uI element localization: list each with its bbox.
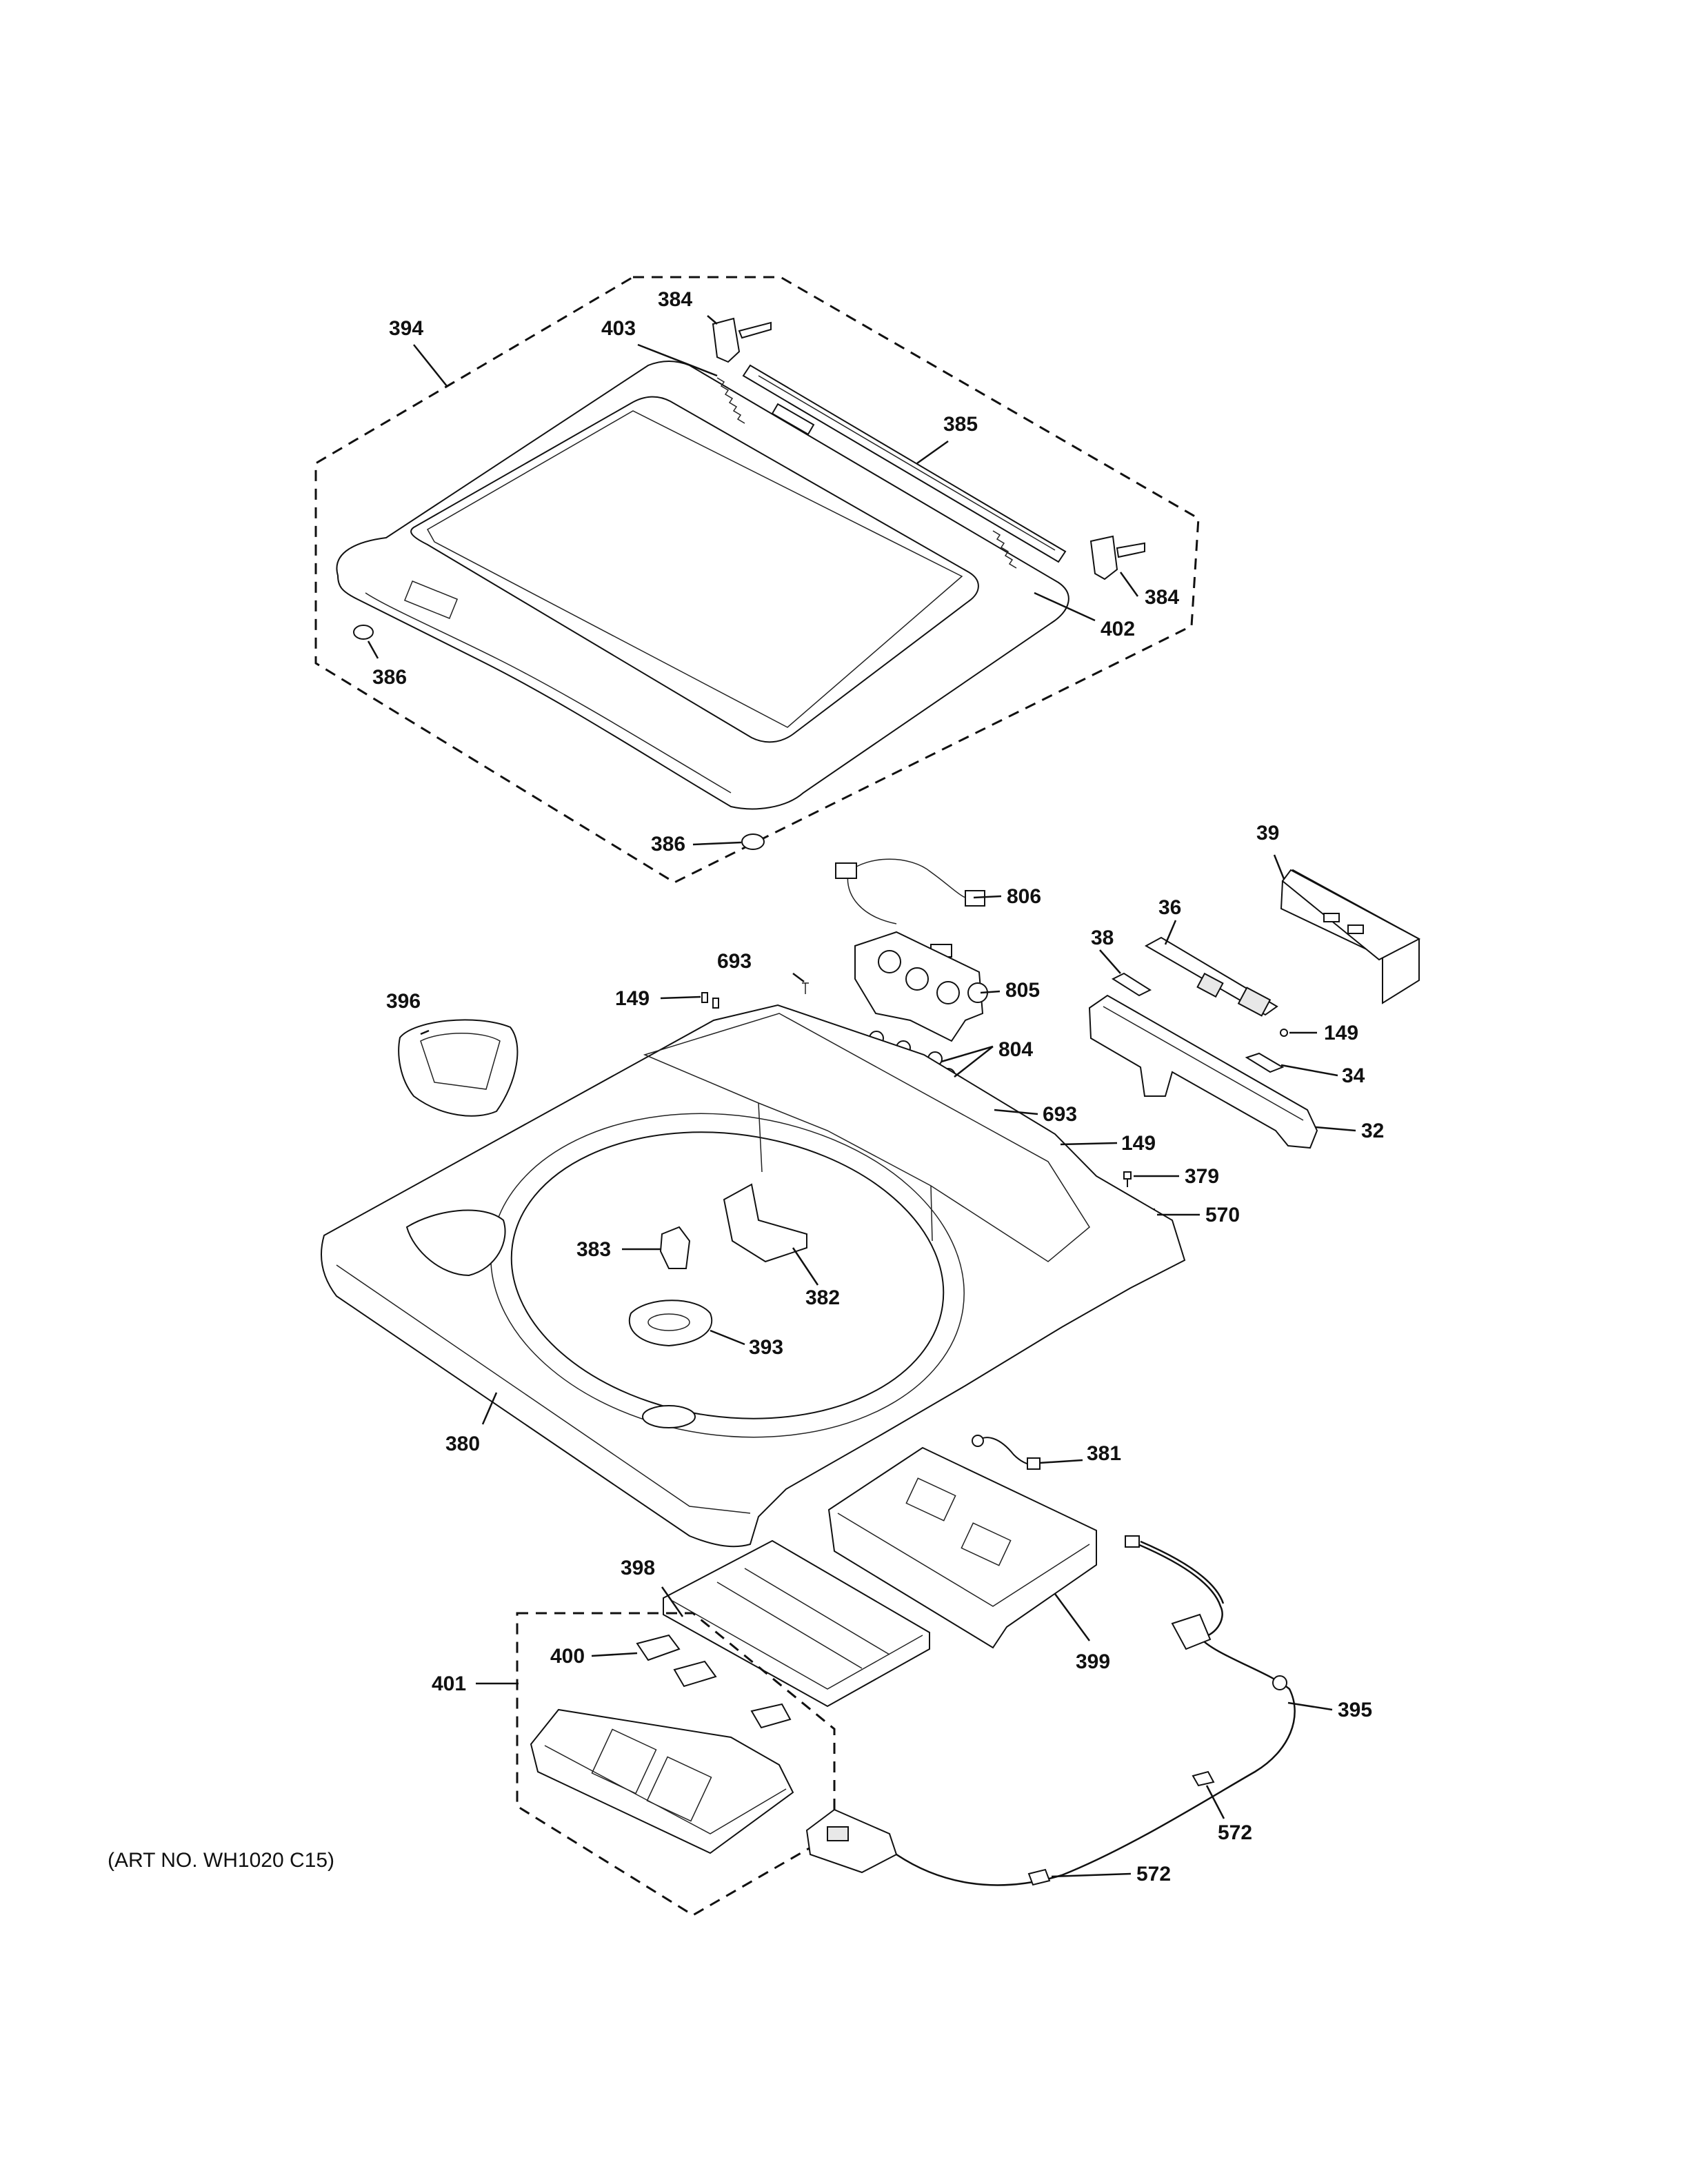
dispenser-cover-398 [663,1539,930,1708]
wire-clip-572-b [1027,1868,1051,1886]
dispenser-bracket [723,1183,807,1263]
callout-385: 385 [943,413,978,436]
callout-386-left: 386 [372,666,407,689]
dispenser-cap-1 [636,1634,681,1661]
callout-394: 394 [389,317,423,340]
lid-lock-actuator [659,1226,691,1269]
callout-384-right: 384 [1145,586,1179,609]
screw-149-a [701,992,708,1003]
leader-lines [367,315,1356,1878]
callout-labels: 394 384 403 385 384 402 386 386 39 806 3… [108,288,1384,1885]
dispenser-drawer-dashed-boundary [516,1612,836,1917]
callout-693-mid: 693 [1043,1103,1077,1126]
pressure-sensor [1171,1613,1212,1650]
callout-149-left: 149 [615,987,650,1010]
callout-402: 402 [1101,618,1135,640]
callout-396: 396 [386,990,421,1013]
tub-opening [510,1131,945,1419]
callout-403: 403 [601,317,636,340]
screw-149-b [712,998,719,1009]
top-cover-group [321,1004,1186,1548]
callout-379: 379 [1185,1165,1219,1188]
callout-380: 380 [445,1433,480,1455]
dispenser-harness-381 [977,1437,1035,1466]
control-housing [1088,994,1318,1149]
art-number: (ART NO. WH1020 C15) [108,1849,334,1872]
dispenser-drawer-401 [530,1708,794,1854]
lid-assembly-group [314,276,1200,884]
callout-806: 806 [1007,885,1041,908]
pump-connector [805,1808,898,1874]
callout-36: 36 [1158,896,1181,919]
callout-149-module: 149 [1324,1022,1358,1044]
callout-384-left: 384 [658,288,692,311]
callout-401: 401 [432,1672,466,1695]
water-valve-group [835,858,988,1083]
callout-395: 395 [1338,1699,1372,1721]
top-cover-deck [643,1013,1090,1262]
callout-34: 34 [1342,1064,1365,1087]
callout-381: 381 [1087,1442,1121,1465]
control-module-group [1088,869,1421,1149]
wire-clip-572-a [1192,1770,1215,1787]
callout-39: 39 [1256,822,1279,845]
lid-bumper-front [741,833,765,850]
callout-805: 805 [1005,979,1040,1002]
callout-400: 400 [550,1645,585,1668]
dispenser-cap-2 [673,1660,717,1688]
screw-149-module [1280,1029,1288,1037]
callout-804: 804 [998,1038,1033,1061]
hinge-spring-left [716,377,745,424]
fabric-softener-opening [405,1209,506,1277]
callout-38: 38 [1091,927,1114,949]
screw-693-a [802,982,809,994]
dispenser-tray-399 [827,1446,1097,1649]
hinge-right [1089,535,1145,580]
callout-382: 382 [805,1286,840,1309]
callout-393: 393 [749,1336,783,1359]
control-clip [1111,972,1152,997]
callout-149-mid: 149 [1121,1132,1156,1155]
harness-group [805,1535,1296,1886]
wire-harness-395 [851,1543,1296,1886]
front-latch-opening [642,1405,696,1428]
lid-window-glass [410,396,979,743]
screw-379 [1123,1171,1132,1187]
callout-386-front: 386 [651,833,685,856]
callout-398: 398 [621,1557,655,1579]
callout-32: 32 [1361,1120,1384,1142]
dispenser-drawer-cover [629,1300,713,1347]
callout-570: 570 [1205,1204,1240,1226]
lid-assembly-dashed-boundary [314,276,1200,884]
lid-bumper-left [353,625,374,640]
lid-label-plate [403,580,459,619]
dispenser-assembly-group [516,1435,1097,1917]
callout-693-top: 693 [717,950,752,973]
callout-572-right: 572 [1218,1821,1252,1844]
hinge-left [712,317,772,363]
bracket-34 [1245,1052,1285,1073]
bleach-dispenser-cup [398,1019,519,1117]
hinge-spring-right [992,530,1017,569]
valve-harness [847,858,973,924]
callout-399: 399 [1076,1650,1110,1673]
dispenser-cap-3 [750,1703,792,1729]
callout-383: 383 [576,1238,611,1261]
callout-572-bottom: 572 [1136,1863,1171,1885]
